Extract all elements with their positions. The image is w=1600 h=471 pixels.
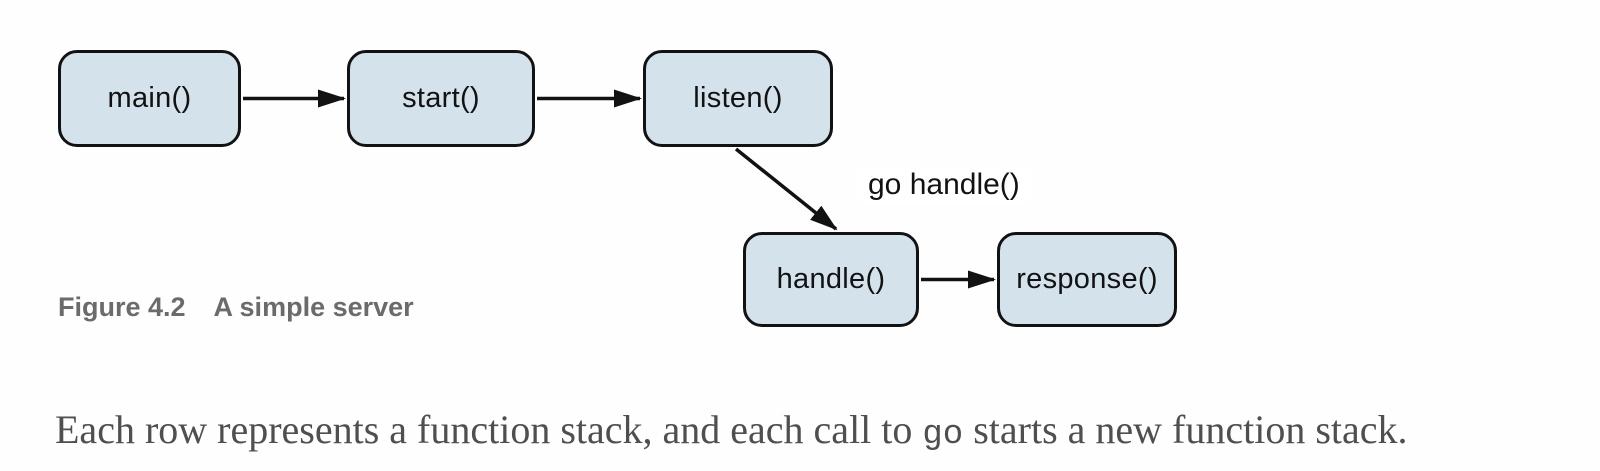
body-paragraph: Each row represents a function stack, an… [55,408,1595,454]
node-handle-label: handle() [776,263,886,295]
node-listen-label: listen() [693,82,783,114]
body-inline-code-go: go [922,416,964,454]
figure-caption: Figure 4.2 A simple server [58,292,414,323]
body-text-after: starts a new function stack. [963,407,1408,452]
node-start-label: start() [402,82,480,114]
node-start: start() [347,50,535,147]
figure-caption-number: Figure 4.2 [58,292,186,322]
node-main: main() [58,50,241,147]
body-text-before: Each row represents a function stack, an… [55,407,923,452]
node-response-label: response() [1016,263,1158,295]
node-main-label: main() [107,82,192,114]
node-response: response() [997,232,1177,327]
node-handle: handle() [743,232,919,327]
node-listen: listen() [643,50,833,147]
figure-caption-title: A simple server [213,292,414,322]
arrow-listen-to-handle [734,147,838,231]
goroutine-call-label: go handle() [858,166,1030,204]
